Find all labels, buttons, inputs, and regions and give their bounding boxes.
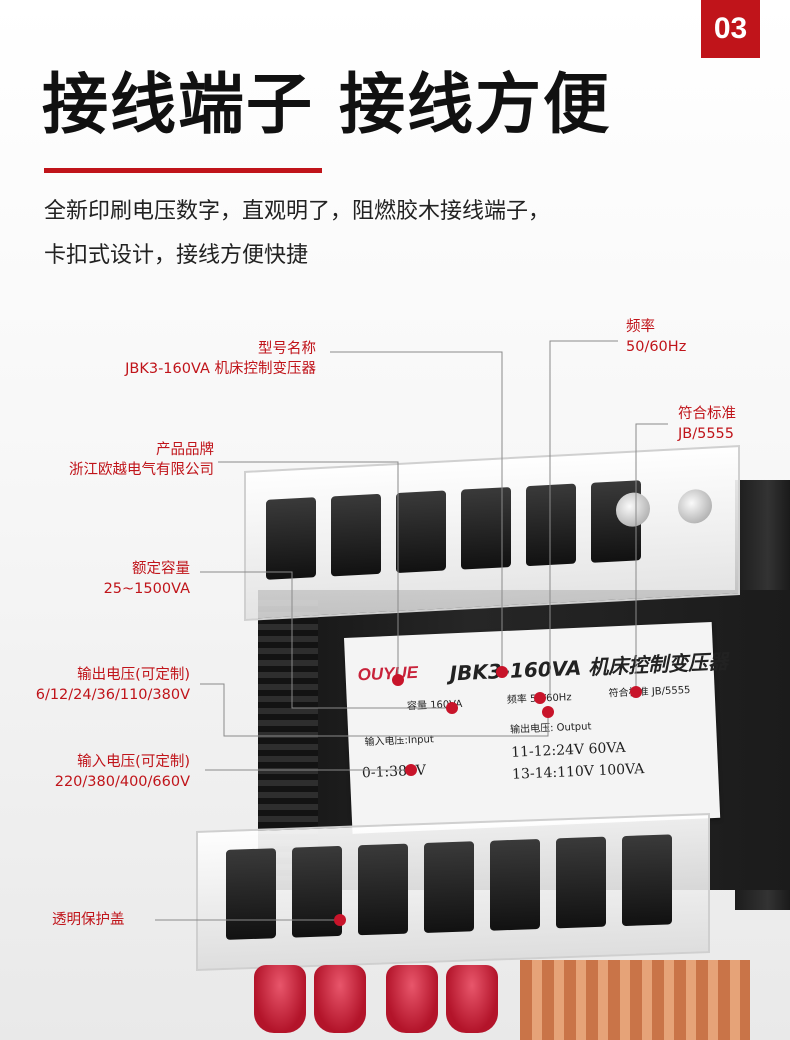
- terminal-slot: [490, 838, 540, 931]
- wire-terminal-cap: [254, 965, 306, 1033]
- wire-terminal-cap: [386, 965, 438, 1033]
- wire-terminal-cap: [314, 965, 366, 1033]
- callout-standard: 符合标准 JB/5555: [678, 404, 736, 444]
- top-terminal-block: [244, 445, 740, 621]
- wire-terminal-cap: [446, 965, 498, 1033]
- nameplate-output-line-2: 13-14:110V 100VA: [511, 761, 645, 783]
- callout-input-value: 220/380/400/660V: [54, 774, 190, 790]
- copper-coil: [520, 960, 750, 1040]
- terminal-slot: [622, 834, 672, 927]
- nameplate-input-value: 0-1:380V: [361, 762, 427, 782]
- callout-frequency-title: 频率: [626, 319, 655, 335]
- callout-output-value: 6/12/24/36/110/380V: [35, 687, 190, 703]
- callout-capacity-value: 25~1500VA: [103, 581, 190, 597]
- bottom-terminal-cover: [196, 813, 710, 971]
- callout-cover: 透明保护盖: [52, 910, 125, 930]
- callout-standard-title: 符合标准: [678, 406, 736, 422]
- terminal-slot: [331, 493, 381, 577]
- terminal-slot: [396, 490, 446, 574]
- callout-capacity-title: 额定容量: [132, 561, 190, 577]
- nameplate-output-line-1: 11-12:24V 60VA: [510, 739, 626, 761]
- terminal-slot: [461, 487, 511, 570]
- nameplate-frequency: 频率 50/60Hz: [506, 692, 572, 706]
- callout-brand-title: 产品品牌: [156, 442, 214, 458]
- description-line-2: 卡扣式设计，接线方便快捷: [44, 243, 309, 268]
- nameplate-input-label: 输入电压:Input: [364, 734, 435, 749]
- callout-model-title: 型号名称: [258, 341, 316, 357]
- callout-standard-value: JB/5555: [678, 426, 735, 442]
- callout-model: 型号名称 JBK3-160VA 机床控制变压器: [125, 339, 316, 379]
- terminal-screw-icon: [678, 488, 712, 525]
- section-number-badge: 03: [701, 0, 760, 58]
- callout-output: 输出电压(可定制) 6/12/24/36/110/380V: [36, 665, 190, 705]
- callout-frequency-value: 50/60Hz: [626, 339, 687, 355]
- nameplate-capacity: 容量 160VA: [406, 698, 463, 713]
- callout-output-title: 输出电压(可定制): [77, 667, 190, 683]
- terminal-slot: [358, 843, 408, 936]
- callout-frequency: 频率 50/60Hz: [626, 317, 686, 357]
- nameplate-standard: 符合标准 JB/5555: [608, 684, 691, 700]
- callout-capacity: 额定容量 25~1500VA: [104, 559, 190, 599]
- terminal-screw-icon: [616, 491, 650, 528]
- page-title: 接线端子 接线方便: [42, 66, 611, 143]
- nameplate-output-label: 输出电压: Output: [509, 721, 592, 736]
- title-underline: [44, 168, 322, 173]
- callout-model-value: JBK3-160VA 机床控制变压器: [125, 361, 316, 377]
- nameplate: OUYUE JBK3-160VA 机床控制变压器 容量 160VA 频率 50/…: [344, 621, 729, 834]
- callout-cover-title: 透明保护盖: [52, 912, 125, 928]
- nameplate-brand: OUYUE: [357, 662, 419, 685]
- terminal-slot: [226, 848, 276, 940]
- terminal-slot: [556, 836, 606, 929]
- terminal-slot: [266, 497, 316, 580]
- terminal-slot: [526, 483, 576, 567]
- description-line-1: 全新印刷电压数字，直观明了，阻燃胶木接线端子，: [44, 199, 551, 224]
- callout-input: 输入电压(可定制) 220/380/400/660V: [55, 752, 190, 792]
- callout-brand-value: 浙江欧越电气有限公司: [69, 462, 214, 478]
- callout-input-title: 输入电压(可定制): [77, 754, 190, 770]
- callout-brand: 产品品牌 浙江欧越电气有限公司: [69, 440, 214, 480]
- terminal-slot: [424, 841, 474, 934]
- terminal-slot: [292, 845, 342, 938]
